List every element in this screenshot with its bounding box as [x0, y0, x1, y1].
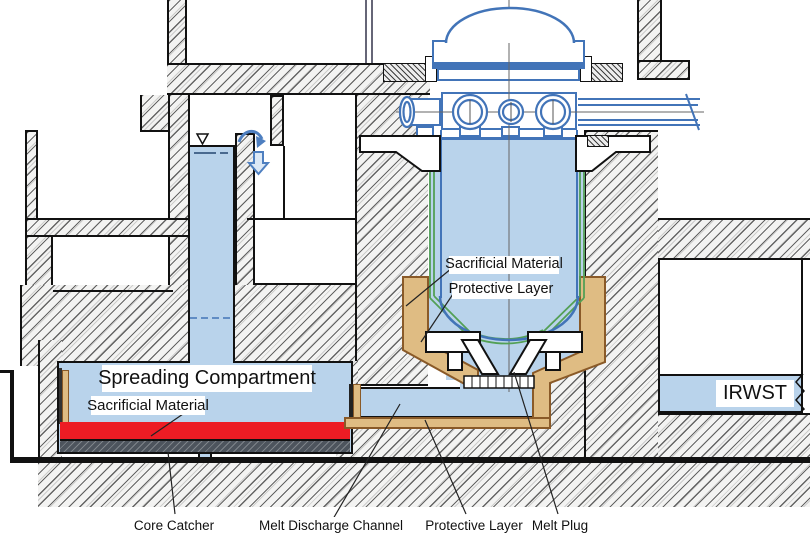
label-melt-plug: Melt Plug	[528, 517, 592, 535]
concrete-wall	[167, 0, 187, 63]
label-core-catcher: Core Catcher	[130, 517, 218, 535]
concrete-stub	[270, 95, 284, 146]
vessel-upper-shell	[437, 68, 580, 81]
concrete-slab-right	[658, 218, 810, 260]
nozzle-foot	[416, 126, 434, 137]
coolant-pipe	[578, 98, 700, 126]
gate-plate	[59, 368, 62, 424]
room-floor-line	[53, 290, 173, 292]
core-catcher-structure	[60, 439, 350, 452]
pipe-inner-line	[578, 104, 698, 106]
pit-flange-line	[429, 137, 585, 140]
pipe-line	[371, 0, 373, 63]
outer-boundary-line	[0, 370, 12, 373]
nozzle-foot	[501, 126, 520, 137]
water-surface-mark	[220, 152, 228, 154]
support-pad	[587, 135, 609, 147]
concrete-flange	[637, 60, 690, 80]
vessel-nozzle-stub	[404, 98, 441, 126]
partition-line	[283, 146, 285, 218]
label-sacrificial-material-compartment: Sacrificial Material	[87, 396, 209, 415]
outer-boundary-line	[10, 370, 14, 460]
pipe-line	[365, 0, 367, 63]
concrete-floor-slab	[25, 218, 190, 237]
concrete-wall	[25, 237, 53, 292]
room-floor-line	[255, 283, 355, 285]
melt-discharge-channel	[352, 387, 533, 418]
label-protective-layer-pit: Protective Layer	[448, 281, 554, 299]
concrete-outer-wall-left	[25, 130, 38, 218]
room-floor-line	[247, 218, 356, 220]
melt-plug-shaft	[460, 360, 534, 390]
sacrificial-layer-strip	[62, 370, 69, 424]
label-melt-discharge-channel: Melt Discharge Channel	[258, 517, 404, 535]
label-protective-layer-channel: Protective Layer	[424, 517, 524, 535]
pipe-inner-line	[578, 119, 698, 121]
basemat-line	[10, 457, 810, 463]
concrete-under-channel	[336, 418, 584, 458]
vessel-support-ring	[383, 63, 426, 82]
vessel-head-flange	[432, 40, 585, 64]
concrete-pit-wall-left	[355, 95, 428, 386]
vessel-nozzle-belt	[441, 92, 577, 130]
core-melt-layer	[60, 422, 350, 439]
vessel-body-wall	[440, 130, 578, 298]
label-irwst: IRWST	[716, 380, 794, 407]
concrete-under-irwst	[658, 413, 810, 458]
flooding-shaft-water	[188, 145, 235, 363]
concrete-basemat	[38, 463, 810, 507]
channel-gate	[353, 384, 361, 420]
water-level-icon	[195, 133, 210, 146]
vessel-support-ring	[582, 63, 623, 82]
concrete-wall-top-right	[637, 0, 662, 62]
gate-plate	[349, 384, 353, 420]
label-sacrificial-material-pit: Sacrificial Material	[445, 256, 563, 274]
vessel-flange-band	[432, 62, 585, 69]
concrete-compartment-wall-left	[38, 340, 62, 458]
concrete-pit-wall-right	[584, 130, 658, 458]
label-spreading-compartment: Spreading Compartment	[98, 365, 316, 392]
water-surface-mark	[194, 152, 216, 154]
vessel-dome	[444, 6, 576, 44]
